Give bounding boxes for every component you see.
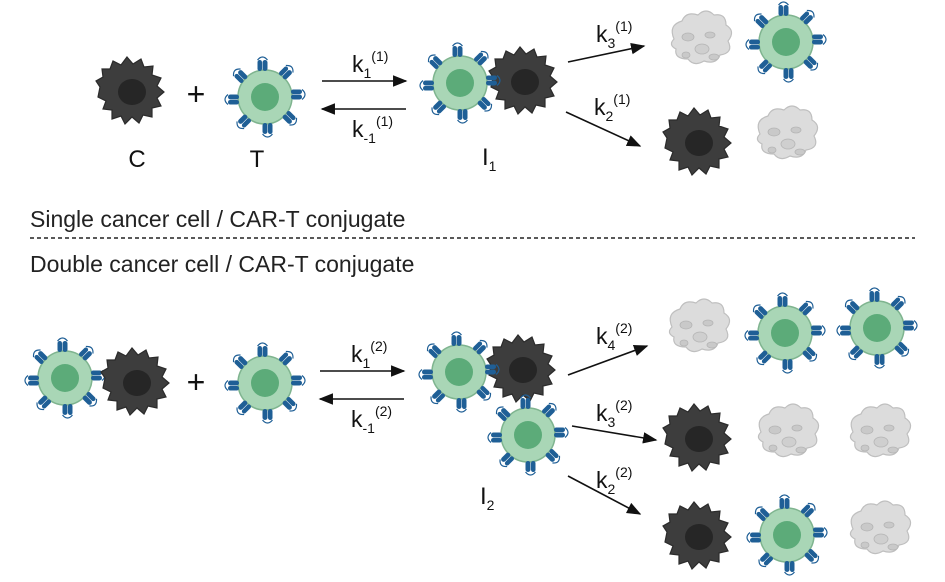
- cancer-cell-icon: [662, 501, 732, 570]
- dead-cell-icon: [757, 403, 820, 458]
- cancer-cell-icon: [662, 107, 732, 176]
- car-t-cell-icon: [747, 495, 827, 575]
- dead-cell-icon: [668, 298, 731, 353]
- car-t-cell-icon: [25, 338, 105, 418]
- rate-path-c: k2(2): [596, 464, 632, 497]
- heading-single: Single cancer cell / CAR-T conjugate: [30, 206, 405, 232]
- label-complex-1: I1: [482, 144, 497, 174]
- complex-car-t-cell-icon: [488, 395, 568, 475]
- label-cancer: C: [128, 146, 145, 173]
- car-t-cell-icon: [837, 288, 917, 368]
- rate-path-b: k3(2): [596, 397, 632, 430]
- rate-exhaust: k2(1): [594, 91, 630, 124]
- rate-backward: k-1(1): [352, 113, 393, 146]
- label-tcell: T: [250, 146, 265, 173]
- cancer-cell-icon: [100, 347, 170, 416]
- plus-sign: +: [187, 76, 206, 112]
- plus-sign: +: [187, 364, 206, 400]
- rate-forward: k1(1): [352, 48, 388, 81]
- car-t-cell-icon: [225, 343, 305, 423]
- complex-car-t-cell-icon: [420, 43, 500, 123]
- cancer-cell-icon: [662, 403, 732, 472]
- complex-cancer-cell-icon: [486, 334, 556, 403]
- rate-backward: k-1(2): [351, 403, 392, 436]
- path-c-arrow: [567, 475, 642, 515]
- kill-arrow: [567, 43, 646, 63]
- rate-kill: k3(1): [596, 18, 632, 51]
- path-a-arrow: [567, 345, 649, 376]
- path-b-arrow: [571, 425, 658, 444]
- rate-path-a: k4(2): [596, 320, 632, 353]
- label-complex-2: I2: [480, 483, 495, 513]
- rate-forward: k1(2): [351, 338, 387, 371]
- complex-car-t-cell-icon: [419, 332, 499, 412]
- exhaust-arrow: [565, 111, 642, 147]
- car-t-cell-icon: [746, 2, 826, 82]
- complex-cancer-cell-icon: [488, 46, 558, 115]
- cancer-cell-icon: [95, 56, 165, 125]
- dead-cell-icon: [849, 403, 912, 458]
- dead-cell-icon: [670, 10, 733, 65]
- car-t-cell-icon: [745, 293, 825, 373]
- dead-cell-icon: [756, 105, 819, 160]
- car-t-cell-icon: [225, 57, 305, 137]
- dead-cell-icon: [849, 500, 912, 555]
- heading-double: Double cancer cell / CAR-T conjugate: [30, 251, 414, 277]
